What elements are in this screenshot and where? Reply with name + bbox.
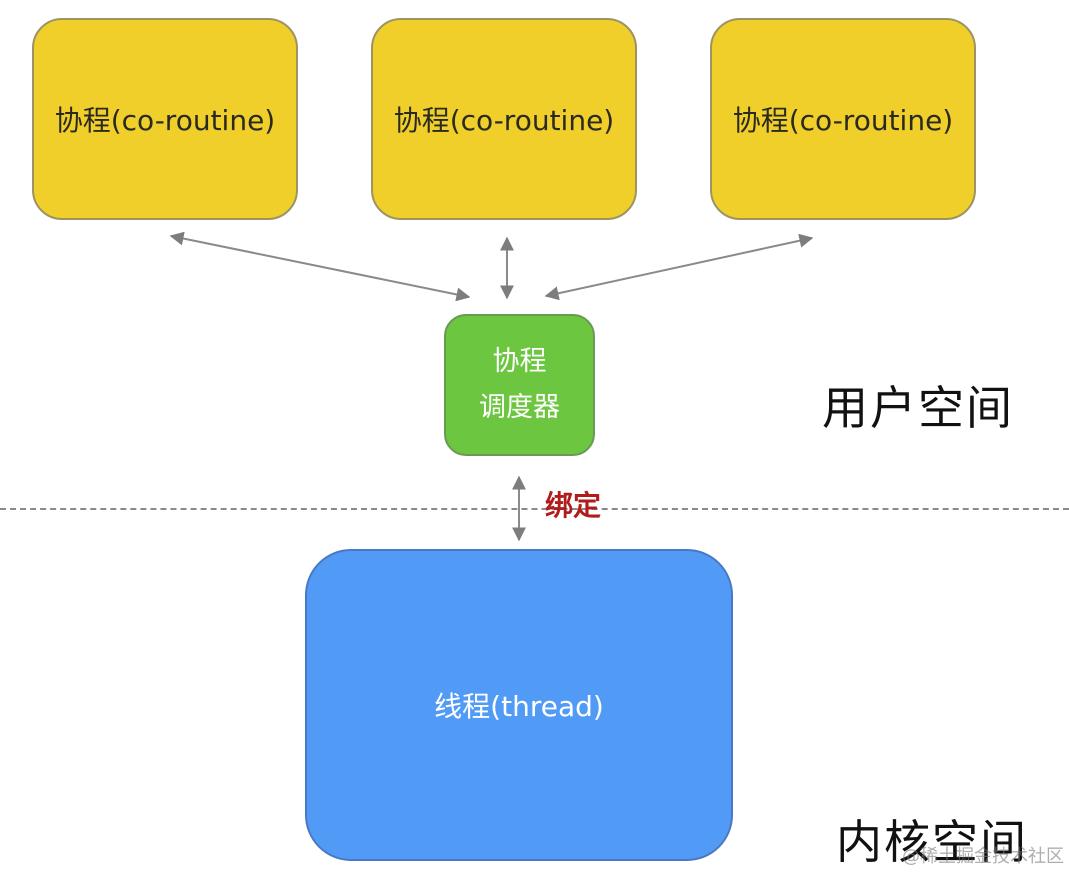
coroutine-box-2: 协程(co-routine) [371,18,637,220]
coroutine-box-1: 协程(co-routine) [32,18,298,220]
thread-label: 线程(thread) [434,690,604,723]
coroutine-label: 协程(co-routine) [732,104,954,137]
scheduler-label-line2: 调度器 [479,392,560,423]
coroutine-label: 协程(co-routine) [54,104,276,137]
user-space-label: 用户空间 [822,381,1014,435]
coroutine-box-3: 协程(co-routine) [710,18,976,220]
thread-box: 线程(thread) [305,549,733,861]
watermark: @稀土掘金技术社区 [902,846,1064,867]
arrow-coroutine1-scheduler [169,231,471,302]
coroutine-label: 协程(co-routine) [393,104,615,137]
bind-label: 绑定 [545,489,602,522]
coroutine-scheduler-box: 协程 调度器 [444,314,595,456]
arrow-coroutine3-scheduler [544,233,814,301]
user-kernel-divider [0,508,1069,510]
kernel-space-label: 内核空间 [836,815,1028,869]
scheduler-label-line1: 协程 [492,346,547,377]
